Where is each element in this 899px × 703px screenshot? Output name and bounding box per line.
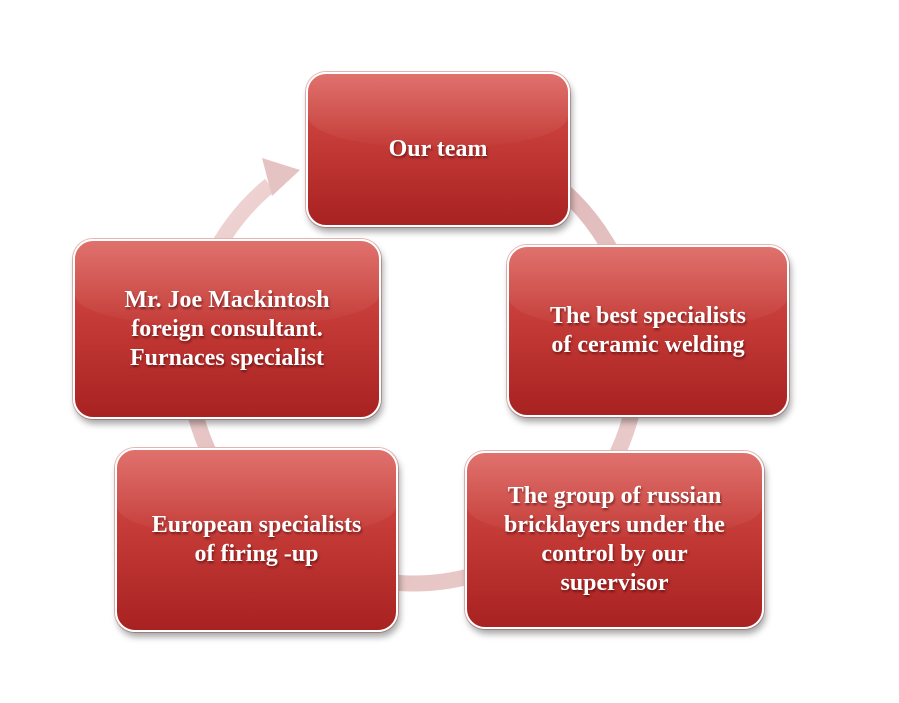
node-label: Mr. Joe Mackintosh foreign consultant. F… [124,286,330,371]
node-label: Our team [388,136,488,162]
arrow-head-icon [262,158,300,196]
node-label: The group of russian bricklayers under t… [504,483,725,596]
node-european-specialists: European specialists of firing -up [115,448,398,632]
node-our-team: Our team [306,72,570,227]
node-russian-bricklayers: The group of russian bricklayers under t… [465,451,764,629]
node-label: The best specialists of ceramic welding [549,303,746,358]
node-ceramic-welding: The best specialists of ceramic welding [507,245,789,417]
node-foreign-consultant: Mr. Joe Mackintosh foreign consultant. F… [73,239,381,419]
node-label: European specialists of firing -up [151,512,362,567]
